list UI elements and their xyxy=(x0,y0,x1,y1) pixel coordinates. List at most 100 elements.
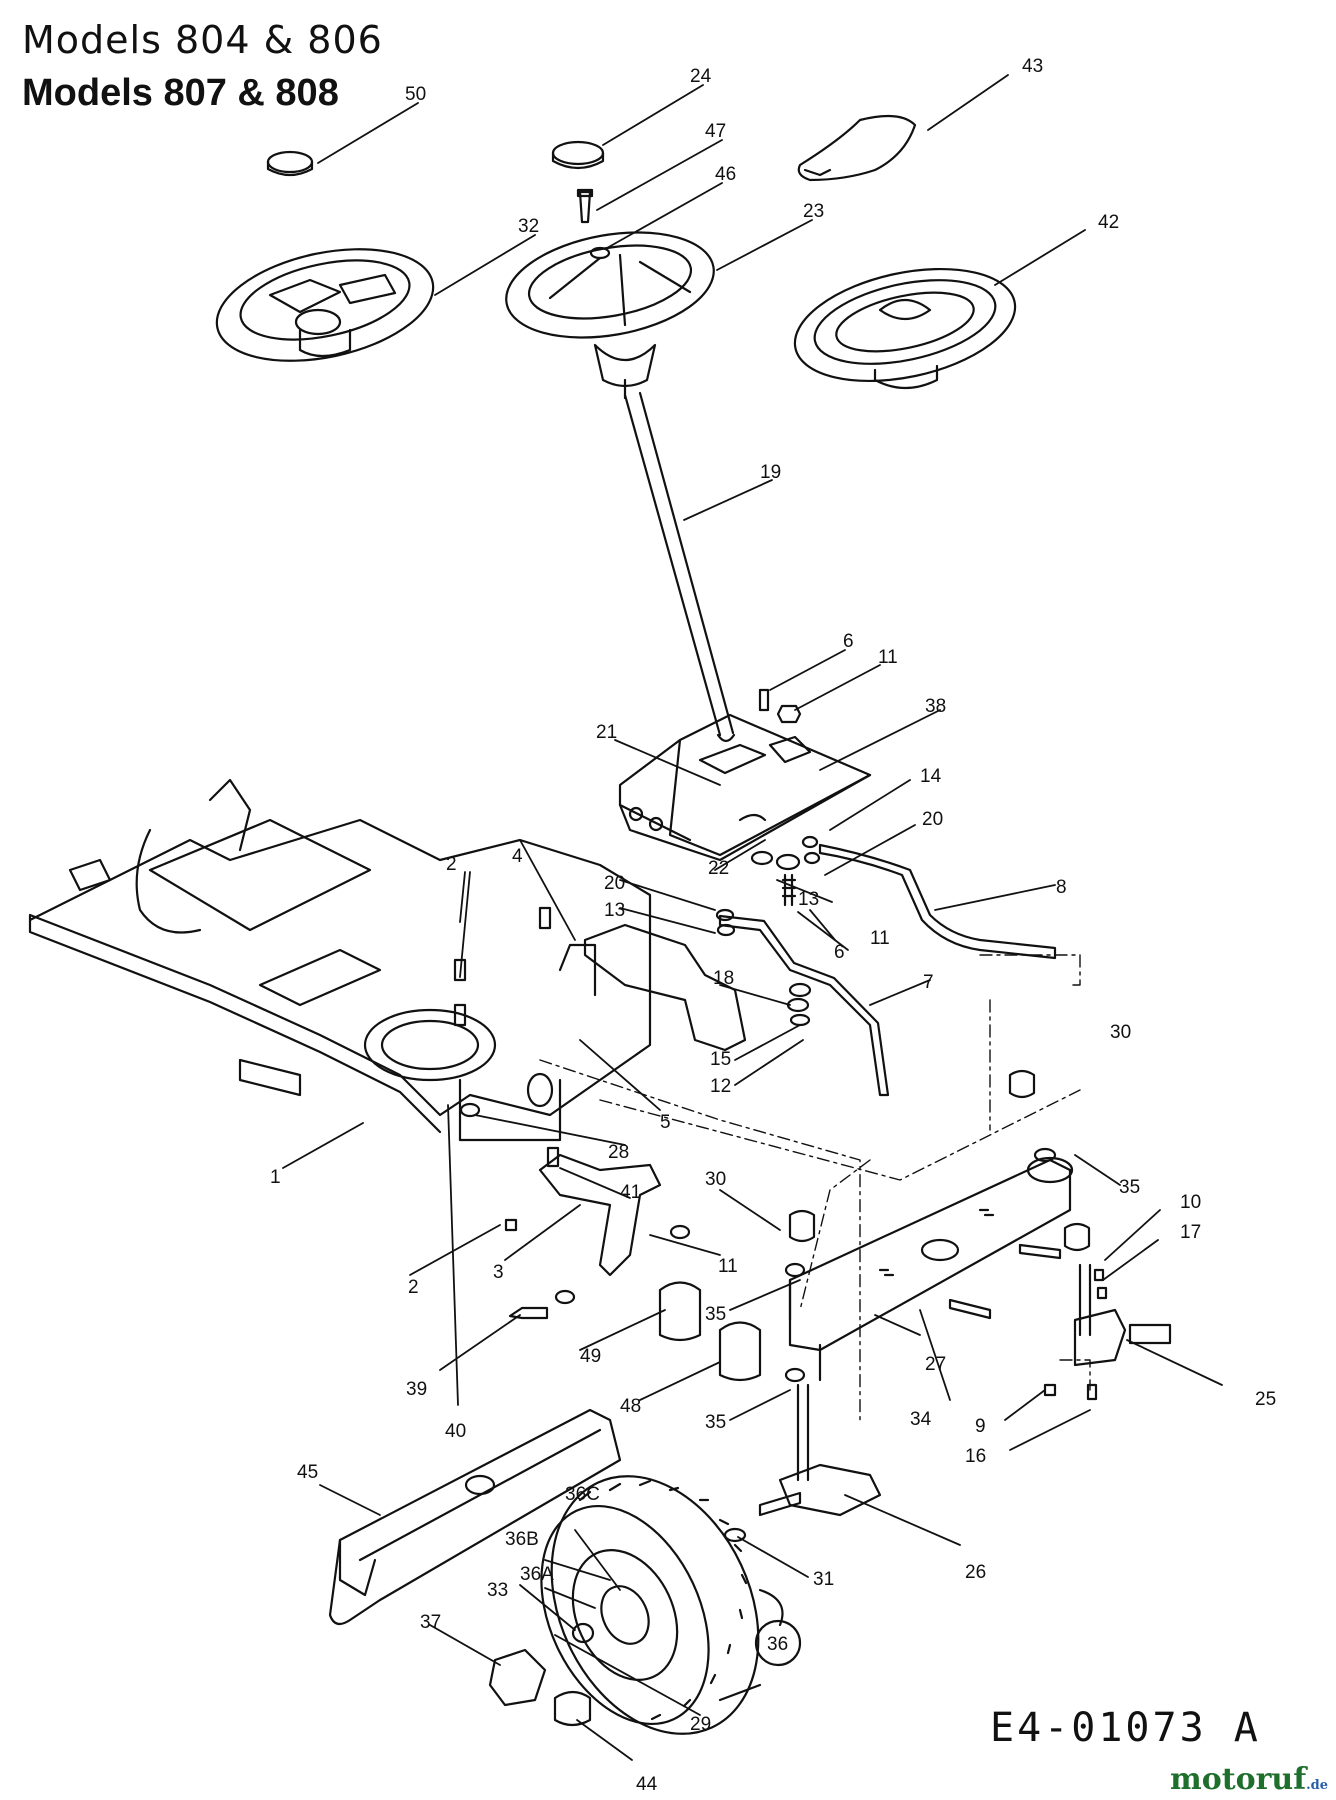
callout-label: 29 xyxy=(690,1714,711,1735)
watermark: motoruf.de xyxy=(1170,1762,1328,1797)
part-9-16 xyxy=(1043,1383,1098,1401)
callout-label: 42 xyxy=(1098,212,1119,233)
bolt-2-b xyxy=(453,1003,467,1027)
callout-label: 7 xyxy=(923,972,934,993)
callout-label: 36B xyxy=(505,1529,539,1550)
callout-label: 44 xyxy=(636,1774,658,1795)
callout-label: 3 xyxy=(493,1262,504,1283)
callout-label: 17 xyxy=(1180,1222,1201,1243)
bolt-41 xyxy=(546,1146,560,1168)
callout-label: 27 xyxy=(925,1354,946,1375)
callout-label: 35 xyxy=(705,1412,726,1433)
callout-label: 9 xyxy=(975,1416,986,1437)
callout-label: 13 xyxy=(798,889,819,910)
callout-label: 45 xyxy=(297,1462,318,1483)
callout-label: 28 xyxy=(608,1142,629,1163)
cap-37 xyxy=(488,1648,547,1707)
steering-wheel-23 xyxy=(505,231,715,400)
bracket-4 xyxy=(583,923,747,1052)
callout-label: 36 xyxy=(767,1634,788,1655)
nut-11-top xyxy=(776,704,802,724)
callout-label: 35 xyxy=(705,1304,726,1325)
leader-arrows xyxy=(282,74,1223,1761)
callout-label: 12 xyxy=(710,1076,731,1097)
cover-49 xyxy=(658,1281,702,1342)
watermark-text: motoruf xyxy=(1170,1762,1307,1797)
watermark-suffix: .de xyxy=(1306,1778,1329,1793)
assembly-paths xyxy=(539,954,1091,1421)
callout-label: 37 xyxy=(420,1612,441,1633)
callout-label: 36C xyxy=(565,1484,600,1505)
cap-44 xyxy=(553,1690,592,1727)
steering-wheel-42 xyxy=(793,267,1017,390)
wheel-assembly-marker-36 xyxy=(754,1619,802,1667)
callout-labels: 50 24 47 46 43 32 23 42 19 6 11 38 21 14… xyxy=(270,56,1276,1795)
callout-label: 22 xyxy=(708,858,729,879)
cap-50 xyxy=(266,150,314,177)
callout-label: 14 xyxy=(920,766,942,787)
spindle-26 xyxy=(758,1383,882,1517)
callout-label: 4 xyxy=(512,846,523,867)
part-45 xyxy=(328,1408,622,1626)
callout-label: 2 xyxy=(446,854,457,875)
pin-34 xyxy=(948,1243,1062,1320)
callout-label: 48 xyxy=(620,1396,641,1417)
callout-label: 50 xyxy=(405,84,426,105)
callout-label: 19 xyxy=(760,462,781,483)
callout-label: 13 xyxy=(604,900,625,921)
bolt-47 xyxy=(576,188,594,224)
callout-label: 23 xyxy=(803,201,824,222)
callout-label: 24 xyxy=(690,66,712,87)
header-models-804-806: Models 804 & 806 xyxy=(22,18,383,62)
callout-label: 2 xyxy=(408,1277,419,1298)
wheel-36 xyxy=(540,1475,760,1735)
callout-label: 10 xyxy=(1180,1192,1201,1213)
callout-label: 35 xyxy=(1119,1177,1140,1198)
bushing-35-c xyxy=(1033,1147,1057,1163)
part-48 xyxy=(718,1321,762,1382)
callout-label: 15 xyxy=(710,1049,731,1070)
callout-label: 33 xyxy=(487,1580,508,1601)
nut-28 xyxy=(459,1102,481,1118)
callout-label: 11 xyxy=(718,1256,738,1277)
callout-label: 8 xyxy=(1056,877,1067,898)
diagram-code: E4-01073 A xyxy=(990,1705,1261,1751)
callout-label: 26 xyxy=(965,1562,986,1583)
frame-1 xyxy=(28,778,652,1142)
callout-label: 34 xyxy=(910,1409,932,1430)
drag-link-7 xyxy=(718,914,890,1097)
small-hardware xyxy=(715,835,821,1027)
bracket-3 xyxy=(538,1153,662,1277)
washer-46 xyxy=(589,246,611,260)
callout-label: 40 xyxy=(445,1421,466,1442)
front-axle-27 xyxy=(788,1156,1074,1382)
spindle-25 xyxy=(1073,1263,1172,1367)
callout-label: 43 xyxy=(1022,56,1043,77)
bushing-35-a xyxy=(784,1262,806,1278)
cover-43 xyxy=(797,114,917,182)
callout-label: 20 xyxy=(604,873,625,894)
callout-label: 6 xyxy=(843,631,854,652)
callout-label: 49 xyxy=(580,1346,601,1367)
nut-11-low xyxy=(669,1224,691,1240)
callout-label: 18 xyxy=(713,968,734,989)
callout-label: 32 xyxy=(518,216,539,237)
callout-label: 21 xyxy=(596,722,617,743)
bushing-30-left xyxy=(788,1209,816,1243)
bolt-6-top xyxy=(758,688,770,712)
bolt-2-low xyxy=(504,1218,518,1232)
steering-wheel-32 xyxy=(215,248,435,362)
callout-label: 11 xyxy=(870,928,890,949)
cap-24 xyxy=(551,140,605,170)
callout-label: 39 xyxy=(406,1379,427,1400)
washer-40 xyxy=(554,1289,576,1305)
drag-link-8 xyxy=(818,843,1057,960)
bushing-30-right xyxy=(1008,1069,1036,1099)
bolt-2-top xyxy=(538,906,552,930)
callout-label: 16 xyxy=(965,1446,986,1467)
part-10-17 xyxy=(1093,1268,1108,1300)
header-models-807-808: Models 807 & 808 xyxy=(22,72,339,114)
callout-label: 1 xyxy=(270,1167,281,1188)
callout-label: 36A xyxy=(520,1564,554,1585)
